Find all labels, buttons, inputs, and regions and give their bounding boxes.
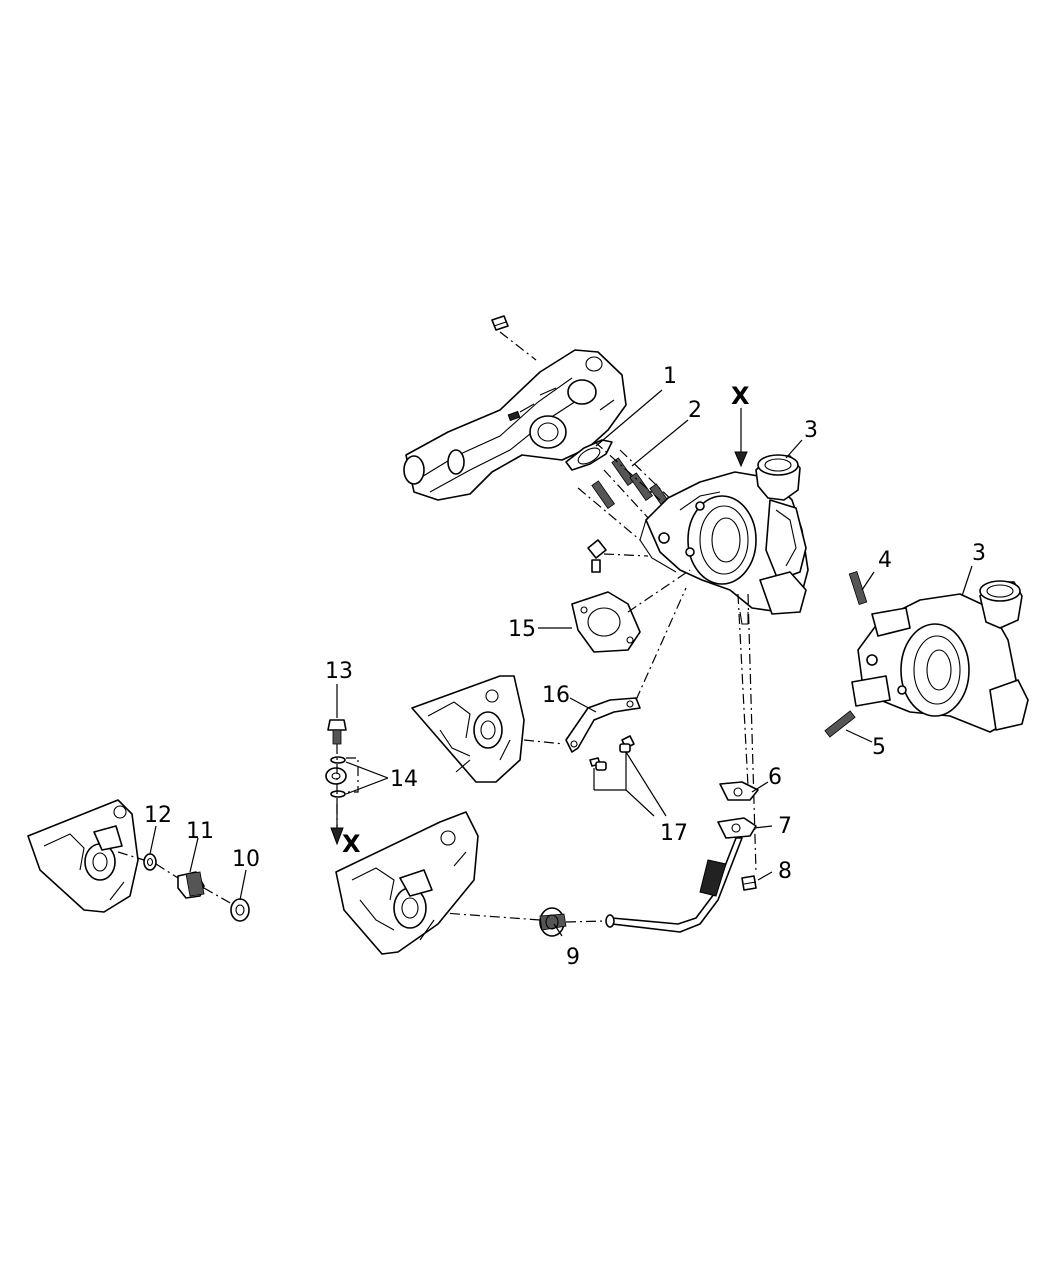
engine-block-section-lower — [335, 811, 479, 955]
engine-block-section-middle — [411, 675, 525, 783]
turbocharger — [639, 454, 809, 625]
callout-12: 12 — [144, 803, 172, 828]
oil-tube-fitting — [539, 907, 567, 937]
callout-3-main: 3 — [804, 418, 818, 443]
exhaust-manifold — [403, 349, 627, 501]
oil-return-tube — [605, 817, 757, 933]
callout-9: 9 — [566, 945, 580, 970]
bracket-bolts — [589, 735, 635, 771]
callout-5: 5 — [872, 735, 886, 760]
oil-supply-tube — [230, 764, 347, 922]
oil-supply-fitting — [177, 871, 205, 899]
banjo-bolt — [327, 719, 347, 745]
banjo-washers — [330, 756, 346, 798]
callout-11: 11 — [186, 819, 214, 844]
oil-tube-bolt — [741, 875, 757, 891]
turbo-outlet-stud — [824, 710, 856, 738]
x-marker-bottom: X — [342, 830, 361, 858]
turbocharger-alternate — [851, 580, 1029, 733]
turbo-nut — [587, 539, 607, 573]
turbo-support-bracket — [565, 697, 641, 753]
oil-supply-washer — [143, 853, 157, 871]
engine-block-section-left — [27, 799, 139, 913]
callout-1: 1 — [663, 364, 677, 389]
leader-lines — [149, 389, 973, 937]
x-marker-arrow-top — [734, 408, 748, 468]
callout-13: 13 — [325, 659, 353, 684]
oil-tube-gasket — [719, 781, 759, 801]
callout-17: 17 — [660, 821, 688, 846]
callout-7: 7 — [778, 814, 792, 839]
callout-10: 10 — [232, 847, 260, 872]
turbo-stud — [848, 571, 868, 605]
turbo-outlet-gasket — [571, 591, 641, 653]
callout-labels: 1 2 3 3 4 5 6 7 8 9 10 11 12 13 14 15 16… — [144, 364, 986, 970]
callout-3-alternate: 3 — [972, 541, 986, 566]
callout-14: 14 — [390, 767, 418, 792]
callout-16: 16 — [542, 683, 570, 708]
x-marker-arrow-bottom — [330, 800, 344, 846]
x-marker-top: X — [731, 382, 750, 410]
callout-2: 2 — [688, 398, 702, 423]
manifold-nut — [491, 315, 509, 331]
callout-8: 8 — [778, 859, 792, 884]
callout-4: 4 — [878, 548, 892, 573]
callout-15: 15 — [508, 617, 536, 642]
callout-6: 6 — [768, 765, 782, 790]
